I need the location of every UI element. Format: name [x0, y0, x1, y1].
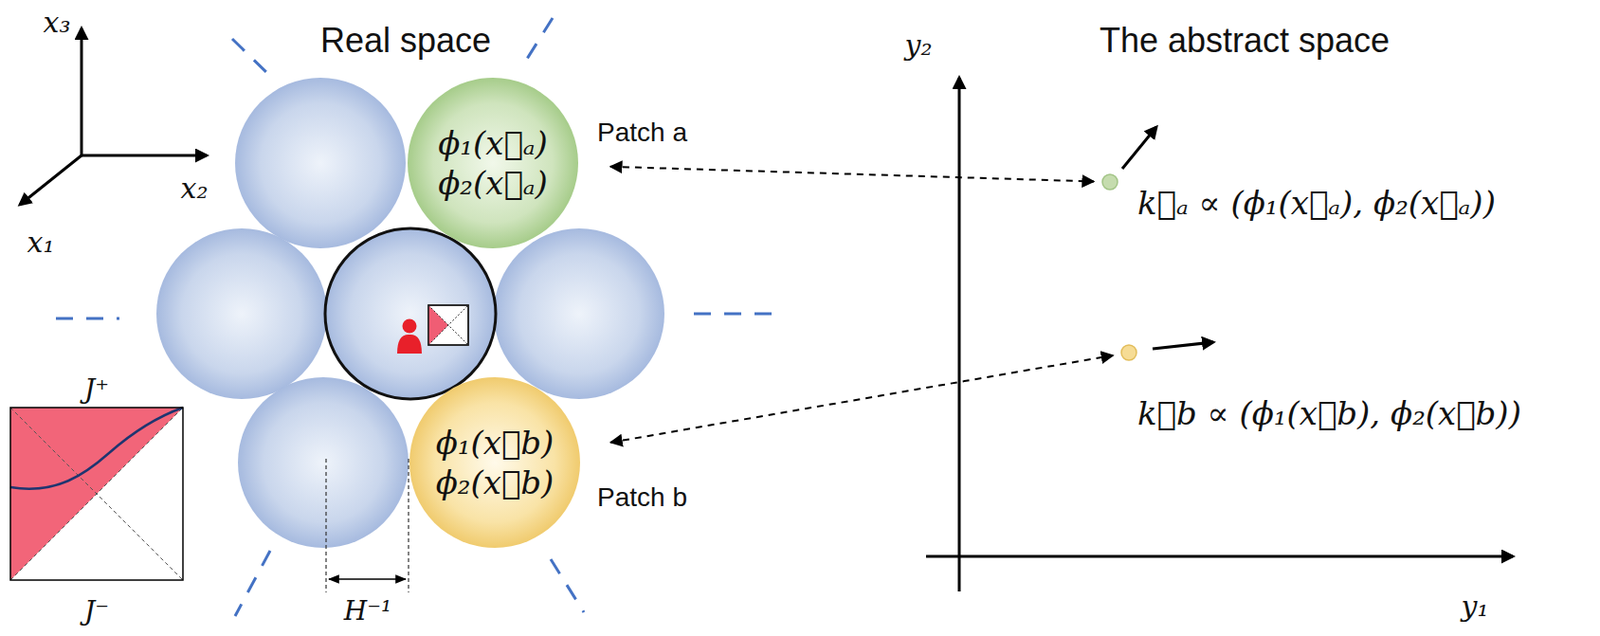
axis-label: y₂ — [905, 29, 933, 63]
mini-diagonal — [428, 305, 469, 346]
patch-circle: ϕ₁(x⃗b) ϕ₂(x⃗b)Patch b — [409, 377, 581, 548]
observer-patch — [325, 228, 496, 400]
dimension-guide — [407, 458, 409, 593]
dash-line — [522, 18, 553, 67]
point-marker: k⃗ₐ ∝ (ϕ₁(x⃗ₐ), ϕ₂(x⃗ₐ)) — [1101, 173, 1119, 191]
point-dot — [1121, 345, 1137, 361]
mini-border — [428, 305, 469, 346]
hubble-patch — [235, 77, 406, 249]
node-shape — [1101, 173, 1119, 191]
abstract-axes — [926, 77, 1513, 592]
hubble-dimension — [326, 458, 409, 593]
axis-x2 — [81, 154, 207, 158]
mapping-arrow — [610, 166, 1094, 182]
penrose-inset — [10, 407, 183, 581]
axis-label: x₃ — [43, 6, 72, 40]
penrose-diagonal — [10, 407, 183, 581]
dash-line — [693, 312, 773, 316]
hubble-patch — [156, 228, 328, 400]
dimension-guide — [325, 458, 327, 593]
hubble-patch — [237, 377, 409, 548]
worldline-curve — [10, 407, 183, 490]
dimension-label: H⁻¹ — [344, 596, 392, 627]
dash-line — [235, 550, 271, 617]
patch-name: Patch a — [597, 117, 688, 148]
panel-title: Real space — [320, 20, 491, 60]
dash-line — [232, 38, 274, 80]
patch-name: Patch b — [597, 482, 688, 513]
dash-line — [550, 559, 584, 613]
boundary-label: J⁺ — [84, 374, 110, 405]
momentum-arrow — [1122, 127, 1157, 169]
axis-y2 — [958, 77, 962, 592]
field-values: ϕ₁(x⃗ₐ) ϕ₂(x⃗ₐ) — [437, 123, 548, 204]
dimension-arrow — [328, 578, 406, 581]
penrose-ground — [10, 407, 183, 581]
patch-disc — [409, 377, 581, 548]
wavevector-label: k⃗b ∝ (ϕ₁(x⃗b), ϕ₂(x⃗b)) — [1137, 394, 1522, 433]
observer-body — [397, 334, 422, 354]
real-axes — [19, 28, 207, 205]
patch-disc — [407, 77, 579, 249]
field-values: ϕ₁(x⃗b) ϕ₂(x⃗b) — [436, 422, 555, 504]
axis-label: x₂ — [181, 172, 209, 206]
momentum-arrow — [1152, 342, 1214, 349]
dash-line — [55, 317, 120, 321]
axis-x1 — [19, 155, 82, 205]
observer-icon — [397, 319, 422, 355]
mini-diagonal — [428, 305, 469, 346]
axis-y1 — [926, 555, 1513, 559]
axis-label: x₁ — [27, 226, 55, 260]
mini-square — [428, 305, 469, 346]
node-shape — [409, 377, 581, 548]
patch-circle: ϕ₁(x⃗ₐ) ϕ₂(x⃗ₐ)Patch a — [407, 77, 579, 249]
axis-label: y₁ — [1461, 590, 1490, 624]
mapping-arrow — [610, 355, 1113, 443]
mini-region — [428, 305, 449, 346]
hubble-patch — [493, 228, 665, 400]
observer-head — [402, 319, 418, 334]
point-dot — [1102, 174, 1118, 190]
mini-penrose — [428, 305, 469, 346]
momentum-vectors — [1122, 127, 1214, 349]
point-marker: k⃗b ∝ (ϕ₁(x⃗b), ϕ₂(x⃗b)) — [1120, 344, 1138, 362]
axis-x3 — [80, 28, 84, 156]
penrose-diagonal — [10, 407, 183, 581]
hubble-patches — [156, 77, 665, 548]
penrose-region — [10, 407, 183, 581]
node-shape — [1120, 344, 1138, 362]
wavevector-label: k⃗ₐ ∝ (ϕ₁(x⃗ₐ), ϕ₂(x⃗ₐ)) — [1137, 183, 1496, 222]
penrose-border — [10, 407, 183, 581]
boundary-label: J⁻ — [84, 596, 110, 627]
node-shape — [407, 77, 579, 249]
panel-title: The abstract space — [1099, 20, 1390, 60]
